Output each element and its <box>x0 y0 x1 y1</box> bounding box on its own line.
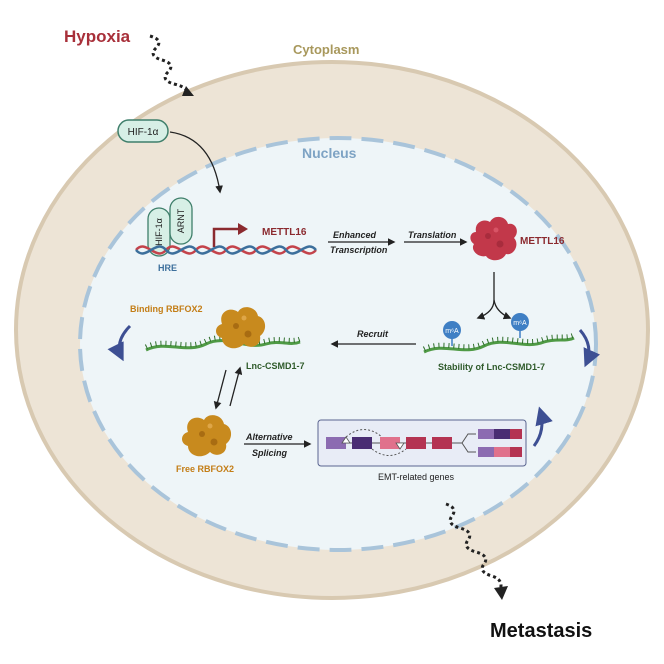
lncrna-strand-right-icon <box>422 332 576 354</box>
arnt-label: ARNT <box>176 208 186 233</box>
m6a-right-label: m⁶A <box>513 320 527 327</box>
metastasis-dotted-arrow-icon <box>445 502 508 600</box>
mettl16-protein-label: METTL16 <box>520 236 565 247</box>
stability-label: Stability of Lnc-CSMD1-7 <box>438 362 545 372</box>
mettl16-gene-label: METTL16 <box>262 227 307 238</box>
m6a-marker-right-icon: m⁶A <box>511 313 529 338</box>
exon-diagram-icon <box>317 419 527 467</box>
enhanced-label: Enhanced <box>333 230 377 240</box>
hif-import-arrow <box>169 131 223 194</box>
m6a-left-label: m⁶A <box>445 328 459 335</box>
dna-helix-icon <box>135 245 317 255</box>
left-cycle-arrow <box>107 324 132 362</box>
right-cycle-arrow <box>578 329 601 368</box>
lnc-csmd1-7-label: Lnc-CSMD1-7 <box>246 361 305 371</box>
transcription-label: Transcription <box>330 245 388 255</box>
free-rbfox2-label: Free RBFOX2 <box>176 464 234 474</box>
hypoxia-label: Hypoxia <box>64 27 131 46</box>
emt-cycle-arrow <box>532 406 553 447</box>
cytoplasm-label: Cytoplasm <box>293 42 359 57</box>
equilibrium-arrow-down <box>213 369 227 410</box>
alternative-label: Alternative <box>245 432 293 442</box>
hif1a-complex-label: HIF-1α <box>154 218 164 246</box>
transcription-start-arrow-icon <box>212 227 240 247</box>
nucleus-label: Nucleus <box>302 145 357 161</box>
mettl16-fork-arrow <box>493 299 512 320</box>
equilibrium-arrow-up <box>229 366 243 407</box>
hif1a-arnt-complex-icon: HIF-1α ARNT <box>147 197 193 257</box>
emt-genes-label: EMT-related genes <box>378 472 455 482</box>
hre-label: HRE <box>158 263 177 273</box>
hif1a-pill: HIF-1α <box>117 119 169 143</box>
splicing-label: Splicing <box>252 448 288 458</box>
mettl16-protein-blob-icon <box>470 216 517 261</box>
translation-label: Translation <box>408 230 457 240</box>
hif1a-pill-label: HIF-1α <box>128 127 159 138</box>
metastasis-label: Metastasis <box>490 620 592 642</box>
binding-rbfox2-label: Binding RBFOX2 <box>130 304 203 314</box>
rbfox2-bound-blob-icon <box>216 307 266 349</box>
m6a-marker-left-icon: m⁶A <box>443 321 461 346</box>
rbfox2-free-blob-icon <box>182 415 232 457</box>
hypoxia-dotted-arrow-icon <box>149 34 194 96</box>
recruit-label: Recruit <box>357 329 389 339</box>
